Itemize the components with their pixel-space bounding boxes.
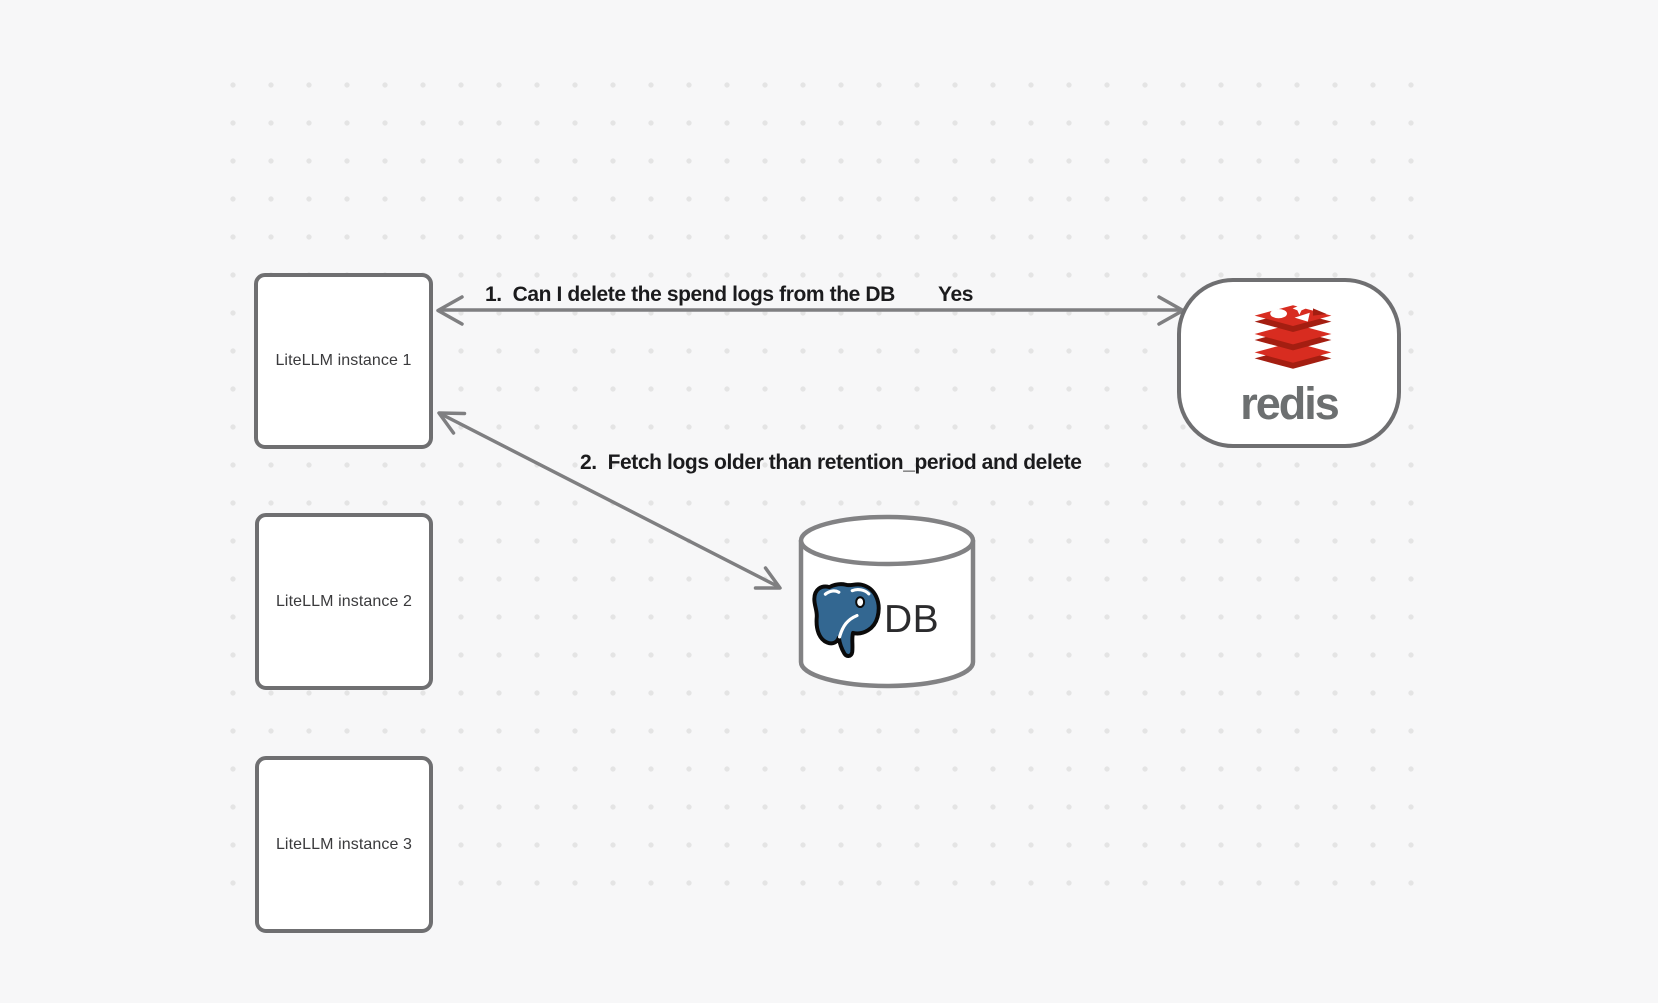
redis-logo-icon [1254,302,1332,369]
node-litellm-instance-2[interactable]: LiteLLM instance 2 [255,513,433,690]
node-label: LiteLLM instance 3 [275,835,413,853]
postgresql-elephant-icon [812,582,881,658]
edge1-response-label[interactable]: Yes [938,283,974,306]
node-label: LiteLLM instance 2 [275,592,413,610]
redis-wordmark: redis [1240,378,1340,429]
db-label: DB [884,598,940,641]
node-litellm-instance-3[interactable]: LiteLLM instance 3 [255,756,433,933]
node-redis[interactable]: redis [1177,278,1401,448]
edge1-label[interactable]: 1. Can I delete the spend logs from the … [485,283,895,306]
node-label: LiteLLM instance 1 [275,352,412,369]
node-litellm-instance-1[interactable]: LiteLLM instance 1 [254,273,433,449]
edge2-label[interactable]: 2. Fetch logs older than retention_perio… [580,451,1082,474]
